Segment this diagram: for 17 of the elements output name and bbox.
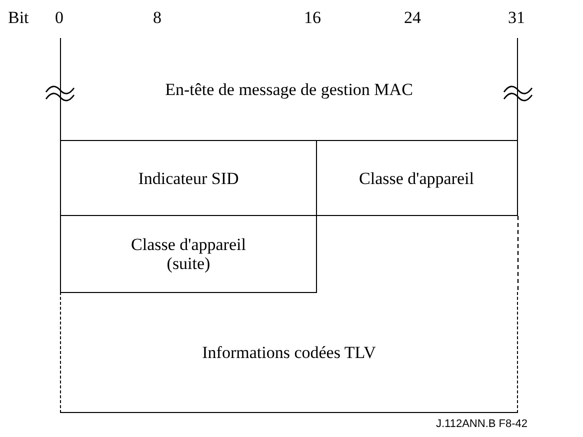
field-box [60,292,518,413]
field-name: Indicateur SID [138,168,239,188]
field-box [316,140,518,216]
bit-number: 0 [55,8,64,28]
bit-number: 16 [304,8,321,28]
bit-label: Bit [8,8,29,28]
figure-id: J.112ANN.B F8-42 [436,418,528,430]
bit-number: 31 [508,8,525,28]
field-name: Classe d'appareil (suite) [130,234,247,272]
bit-number: 8 [153,8,162,28]
field-box [60,38,518,141]
field-name: Informations codées TLV [202,342,376,362]
field-name: En-tête de message de gestion MAC [165,80,413,98]
bit-number: 24 [404,8,421,28]
field-box [60,215,317,293]
field-name: Classe d'appareil [359,168,474,188]
field-box [60,140,317,216]
